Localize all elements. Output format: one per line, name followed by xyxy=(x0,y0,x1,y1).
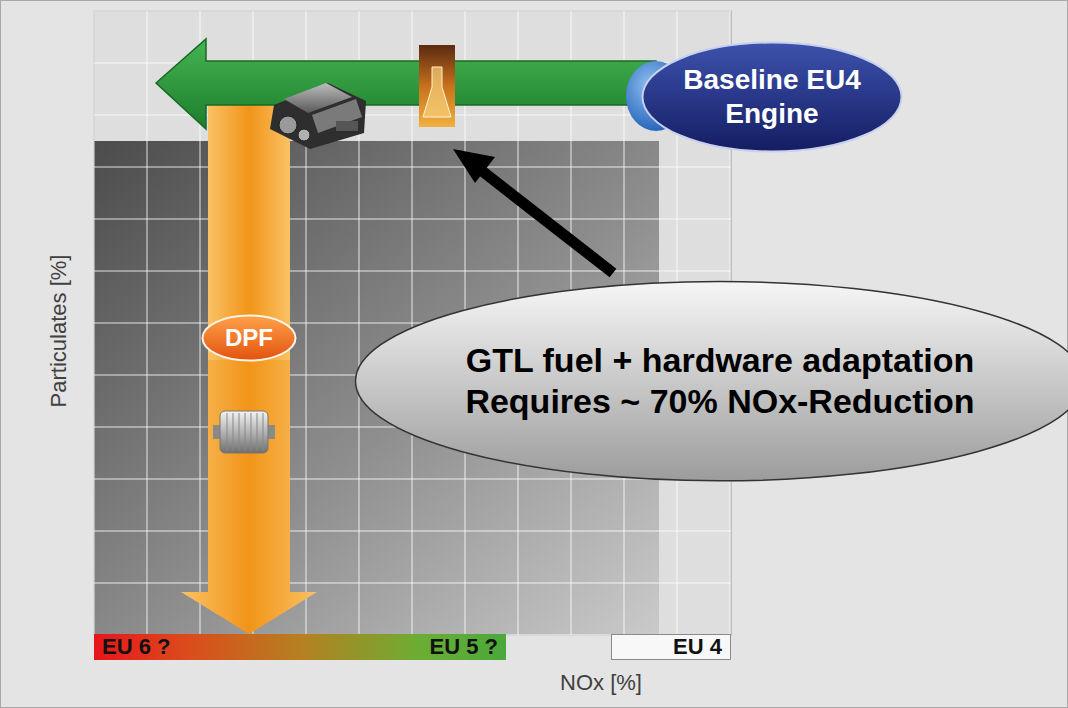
grid-line xyxy=(94,582,731,584)
emission-box: EU 4 xyxy=(611,634,731,660)
callout-ellipse-text: GTL fuel + hardware adaptation Requires … xyxy=(410,340,1030,422)
block-arrow xyxy=(181,360,317,634)
engine-pulley xyxy=(298,129,310,141)
flask xyxy=(423,67,451,117)
engine-cover xyxy=(312,99,362,133)
callout-ellipse: GTL fuel + hardware adaptation Requires … xyxy=(354,280,1068,482)
emission-band-text: EU 5 ? xyxy=(430,635,498,659)
emission-box-text: EU 4 xyxy=(673,635,722,659)
engine-part xyxy=(336,121,358,131)
emission-band: EU 6 ? EU 5 ? xyxy=(94,634,506,660)
engine-ellipse-shape xyxy=(643,43,902,152)
fuel-picture xyxy=(419,45,455,127)
filter-picture xyxy=(213,411,275,453)
pointer-shaft xyxy=(477,167,613,273)
grid-line xyxy=(94,530,731,532)
grid-line xyxy=(94,218,731,220)
engine-ellipse-outline xyxy=(641,41,903,153)
engine-picture xyxy=(270,83,366,149)
grid-line xyxy=(94,10,731,12)
dpf-ellipse: DPF xyxy=(201,314,297,362)
pointer-head xyxy=(453,149,495,183)
pointer-arrow xyxy=(453,149,613,273)
axis-title: Particulates [%] xyxy=(46,255,72,408)
callout-ellipse-outline xyxy=(354,280,1068,482)
emission-band-text: EU 6 ? xyxy=(102,635,170,659)
grid-line xyxy=(94,270,731,272)
axis-title: NOx [%] xyxy=(560,670,642,696)
grid-line xyxy=(94,166,731,168)
engine-pulley xyxy=(279,116,297,134)
engine-ellipse-text: Baseline EU4 Engine xyxy=(682,63,862,130)
fuel-photo xyxy=(419,45,455,127)
engine-ellipse: Baseline EU4 Engine xyxy=(641,41,903,153)
green-arrow xyxy=(156,39,656,129)
filter-ribs xyxy=(227,413,263,451)
callout-ellipse-shape xyxy=(356,281,1068,480)
dpf-ellipse-text: DPF xyxy=(225,324,273,353)
engine-block xyxy=(270,83,366,149)
filter-body xyxy=(220,411,268,453)
dpf-ellipse-shape xyxy=(203,316,296,361)
